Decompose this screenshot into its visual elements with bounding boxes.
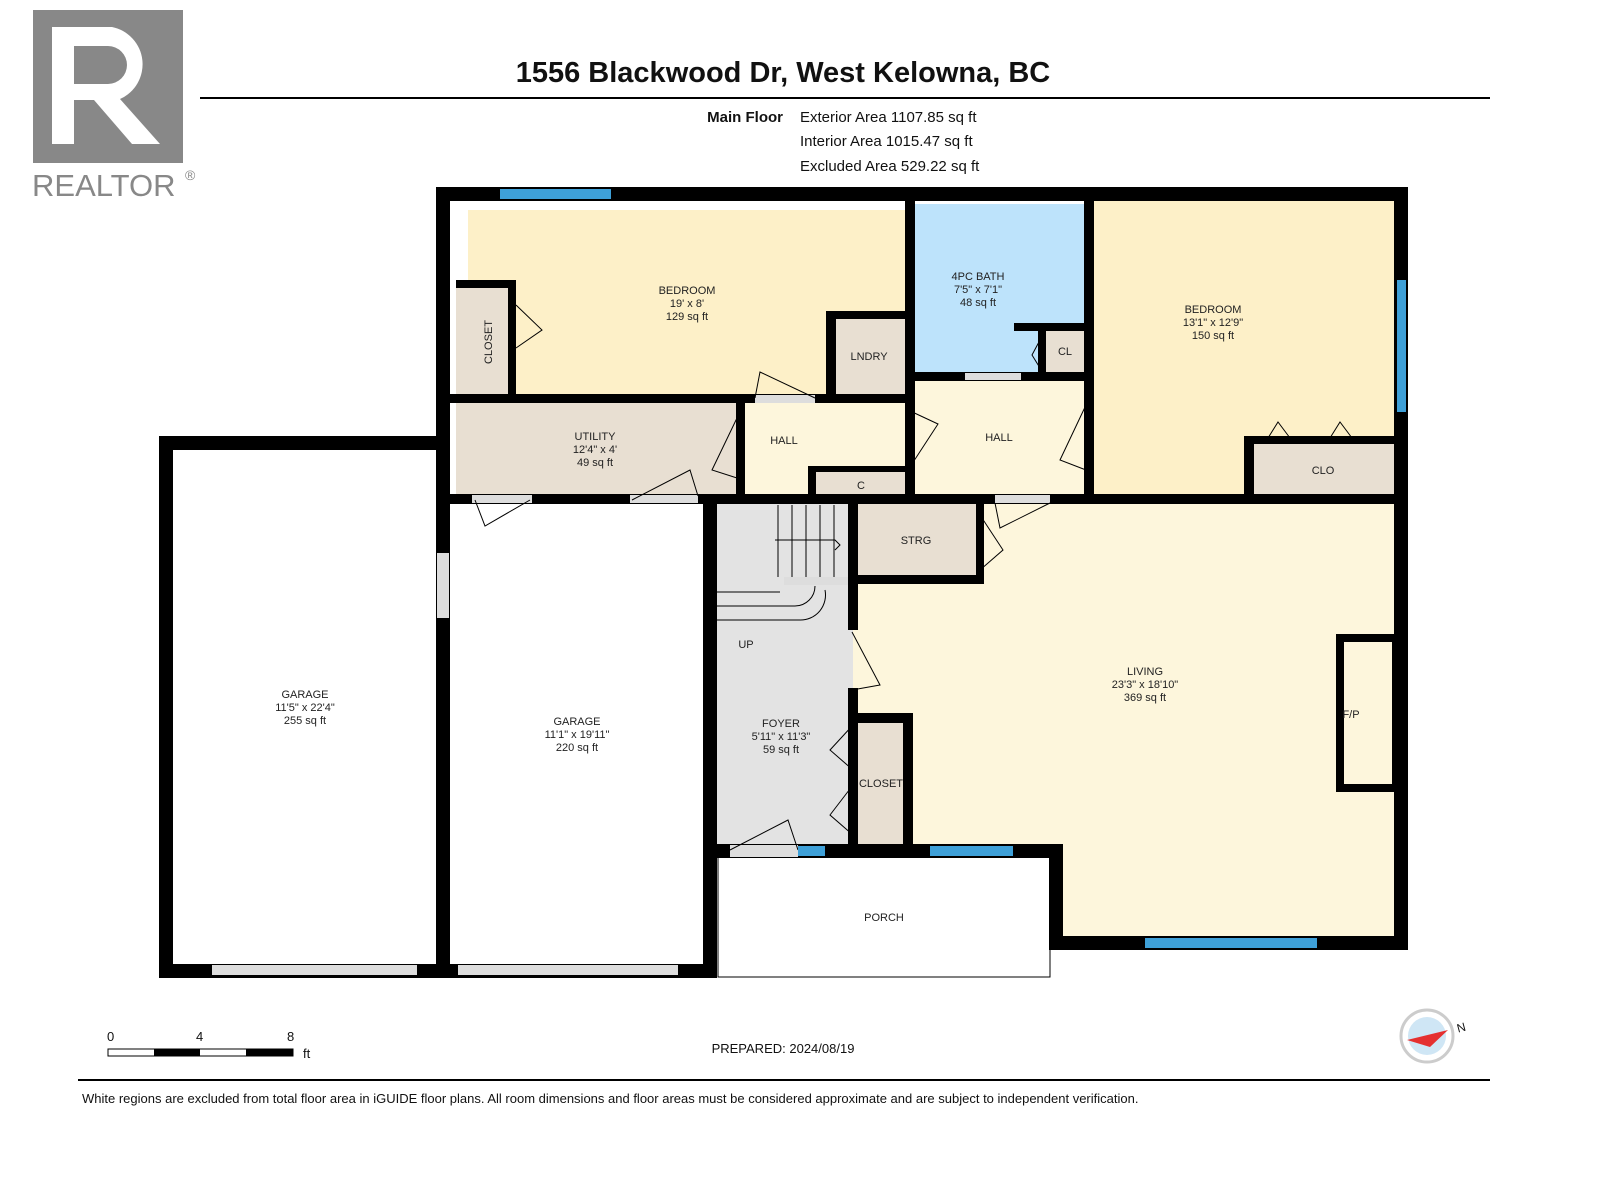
svg-text:®: ®	[185, 167, 196, 183]
closet-2-label: CLOSET	[859, 778, 903, 790]
windows	[500, 189, 1406, 948]
prepared-date: PREPARED: 2024/08/19	[712, 1041, 855, 1056]
living-name: LIVING	[1127, 666, 1163, 678]
excluded-area: Excluded Area 529.22 sq ft	[800, 158, 980, 175]
doors	[212, 304, 1353, 975]
bedroom-1-dims: 19' x 8'	[670, 298, 704, 310]
bedroom-1-area: 129 sq ft	[666, 311, 708, 323]
closet-1-label: CLOSET	[483, 320, 495, 364]
realtor-logo: REALTOR ®	[32, 10, 196, 203]
utility-area: 49 sq ft	[577, 457, 613, 469]
bedroom-2-area: 150 sq ft	[1192, 330, 1234, 342]
bedroom-2-dims: 13'1" x 12'9"	[1183, 317, 1243, 329]
hall-2-label: HALL	[985, 432, 1013, 444]
garage-1-name: GARAGE	[281, 689, 328, 701]
c-closet	[812, 470, 908, 497]
lndry	[830, 315, 908, 401]
scale-tick-4: 4	[196, 1029, 203, 1044]
porch	[717, 856, 1051, 978]
scale-bar: 0 4 8 ft	[107, 1029, 311, 1061]
compass-north-label: N	[1455, 1020, 1467, 1036]
closet-1	[456, 288, 514, 398]
garage-2-name: GARAGE	[553, 716, 600, 728]
floor-label: Main Floor	[707, 109, 783, 126]
hall-2	[912, 378, 1088, 497]
strg	[853, 503, 981, 581]
closet-2	[853, 718, 908, 848]
utility-name: UTILITY	[575, 431, 617, 443]
bedroom-2-name: BEDROOM	[1185, 304, 1242, 316]
c-label: C	[857, 480, 865, 492]
up-label: UP	[738, 639, 753, 651]
page-title: 1556 Blackwood Dr, West Kelowna, BC	[516, 57, 1051, 89]
scale-tick-8: 8	[287, 1029, 294, 1044]
living-dims: 23'3" x 18'10"	[1112, 679, 1179, 691]
fireplace	[1336, 634, 1400, 792]
scale-tick-0: 0	[107, 1029, 114, 1044]
cl-label: CL	[1058, 346, 1072, 358]
bath-dims: 7'5" x 7'1"	[954, 284, 1002, 296]
compass-icon: N	[1399, 1008, 1467, 1064]
garage-2-dims: 11'1" x 19'11"	[545, 729, 610, 741]
room-labels: BEDROOM 19' x 8' 129 sq ft 4PC BATH 7'5"…	[275, 271, 1359, 924]
porch-label: PORCH	[864, 912, 904, 924]
footer-disclaimer: White regions are excluded from total fl…	[82, 1091, 1138, 1106]
bedroom-1-name: BEDROOM	[659, 285, 716, 297]
lndry-label: LNDRY	[850, 351, 888, 363]
living-area: 369 sq ft	[1124, 692, 1166, 704]
clo	[1252, 443, 1396, 498]
fp-label: F/P	[1342, 709, 1359, 721]
utility-dims: 12'4" x 4'	[573, 444, 617, 456]
garage-1-area: 255 sq ft	[284, 715, 326, 727]
foyer-dims: 5'11" x 11'3"	[752, 731, 811, 743]
garage-1-dims: 11'5" x 22'4"	[275, 702, 335, 714]
bath-name: 4PC BATH	[952, 271, 1005, 283]
garage-2-area: 220 sq ft	[556, 742, 598, 754]
scale-unit: ft	[303, 1046, 311, 1061]
svg-text:REALTOR: REALTOR	[32, 168, 176, 203]
cl	[1045, 330, 1088, 374]
exterior-area: Exterior Area 1107.85 sq ft	[800, 109, 977, 126]
foyer-name: FOYER	[762, 718, 800, 730]
foyer	[708, 503, 853, 853]
title-rule	[200, 97, 1490, 99]
hall-1-label: HALL	[770, 435, 798, 447]
footer-rule	[78, 1079, 1490, 1081]
interior-area: Interior Area 1015.47 sq ft	[800, 133, 973, 150]
bath-area: 48 sq ft	[960, 297, 996, 309]
clo-label: CLO	[1312, 465, 1335, 477]
room-fills	[456, 200, 1400, 978]
foyer-area: 59 sq ft	[763, 744, 799, 756]
strg-label: STRG	[901, 535, 932, 547]
